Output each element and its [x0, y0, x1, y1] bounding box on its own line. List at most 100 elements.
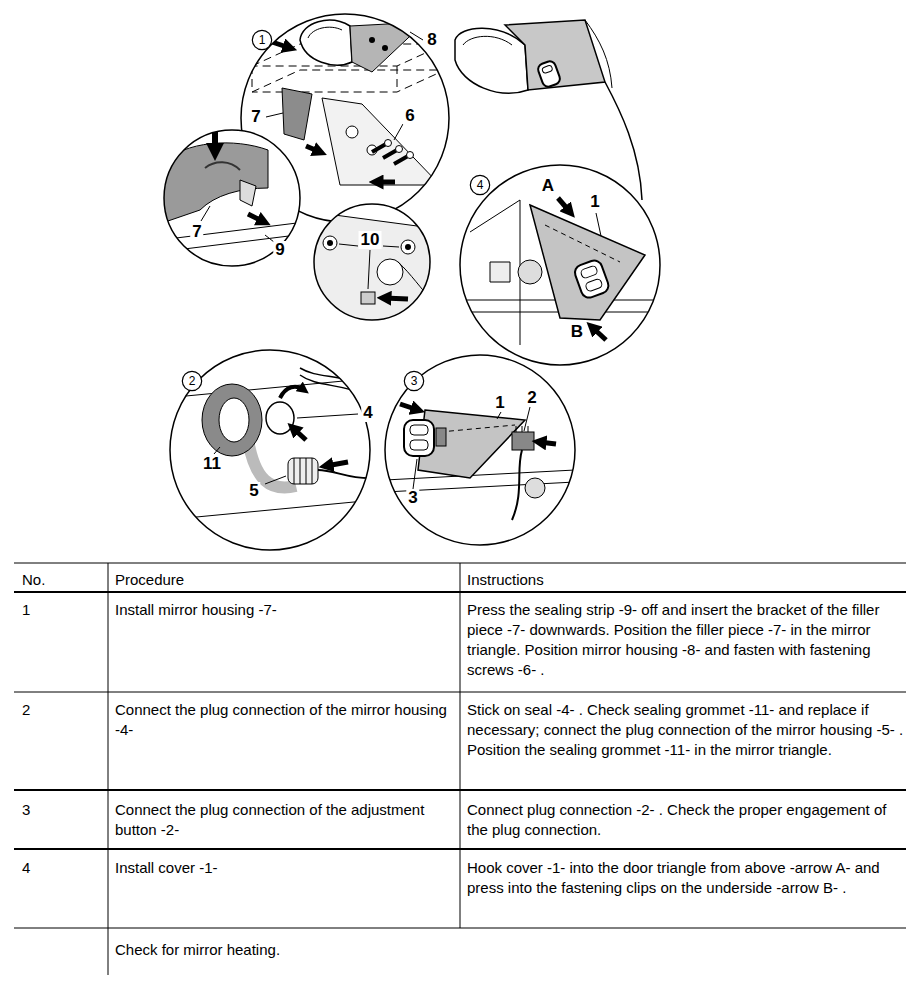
callout-number: 1	[588, 193, 601, 211]
callout-number: 10	[359, 231, 382, 249]
inset-sealing-strip-part-part	[240, 180, 256, 206]
inset-cover-part-part	[490, 262, 510, 282]
inset-plug-part-part	[524, 407, 530, 431]
callout-number: 8	[425, 31, 438, 49]
inset-cover-part-part	[592, 327, 606, 340]
inset-mirror-housing-part-part	[308, 27, 342, 38]
callout-number: A	[540, 177, 556, 195]
table-cell: 2	[22, 700, 102, 720]
inset-sealing-strip-part	[164, 130, 300, 266]
table-cell: 3	[22, 800, 102, 820]
inset-mirror-housing-part-part	[282, 88, 312, 140]
mirror-overview-part	[505, 20, 605, 90]
step-circle: 4	[469, 174, 491, 196]
inset-plug-part-part	[440, 425, 515, 432]
inset-sealing-strip-part-part	[160, 143, 268, 222]
inset-mirror-housing-part-part	[252, 70, 445, 92]
inset-clip-nuts-part	[312, 212, 432, 325]
table-cell: Procedure	[115, 570, 455, 590]
callout-number: 5	[247, 482, 260, 500]
inset-plug-part-part	[413, 459, 417, 489]
step-circle-shape	[252, 30, 271, 49]
inset-cover-part-part	[596, 213, 601, 236]
inset-plug-part-part	[410, 425, 428, 435]
inset-mirror-housing-part-part	[266, 113, 283, 117]
inset-cover-part-part	[518, 260, 542, 284]
inset-mirror-housing-part-part	[385, 140, 392, 147]
table-grid	[14, 563, 906, 975]
inset-grommet-part	[165, 368, 375, 520]
inset-sealing-strip	[160, 130, 305, 266]
inset-cover-part-part-part	[585, 278, 603, 292]
inset-grommet-part-part	[214, 447, 220, 454]
inset-sealing-strip-part-part	[205, 162, 240, 170]
inset-mirror-housing-part-part	[272, 42, 290, 48]
inset-plug-part	[385, 404, 575, 520]
inset-cover	[455, 165, 665, 365]
inset-mirror-housing-part-part	[376, 180, 395, 185]
inset-mirror-housing-part-part	[369, 37, 375, 43]
table-grid-part	[460, 563, 461, 928]
inset-clip-nuts-part-part	[361, 292, 375, 304]
inset-clip-nuts-part	[314, 204, 430, 320]
inset-cover-part-part-part	[580, 265, 598, 279]
inset-grommet-part-part	[293, 428, 306, 440]
inset-clip-nuts-part-part	[323, 236, 337, 250]
table-cell: No.	[22, 570, 102, 590]
inset-grommet-part-part	[165, 378, 375, 520]
step-number: 2	[189, 374, 196, 388]
inset-clip-nuts-part-part	[339, 244, 399, 289]
step-circle: 1	[251, 29, 273, 51]
inset-clip-nuts	[312, 204, 432, 325]
callout-number: 2	[525, 389, 538, 407]
table-cell: 4	[22, 858, 102, 878]
callout-number: 9	[273, 241, 286, 259]
table-cell: Install cover -1-	[115, 858, 455, 878]
inset-grommet	[165, 350, 375, 550]
callout-number: 6	[403, 107, 416, 125]
callout-number: 7	[249, 108, 262, 126]
step-circle: 3	[403, 370, 425, 392]
inset-grommet-part-part	[265, 476, 286, 484]
inset-plug-part-part	[539, 442, 556, 444]
inset-cover-part-part	[530, 205, 645, 320]
inset-plug-part-part	[512, 450, 522, 520]
inset-grommet-part	[170, 350, 370, 550]
table-grid-part	[108, 563, 109, 975]
callout-number: 3	[406, 489, 419, 507]
step-circle-shape	[470, 175, 489, 194]
inset-grommet-part-part	[266, 402, 294, 434]
inset-cover-part	[460, 165, 660, 365]
inset-grommet-part-part	[294, 458, 312, 484]
inset-sealing-strip-part-part	[248, 214, 264, 222]
inset-plug-part-part	[404, 420, 434, 456]
callout-number: B	[569, 323, 585, 341]
callout-number: 7	[190, 223, 203, 241]
inset-mirror-housing-part-part	[300, 20, 352, 65]
inset-mirror-housing-part	[410, 32, 423, 40]
inset-plug-part-part	[410, 440, 428, 450]
inset-plug-part-part	[436, 428, 446, 446]
mirror-overview-part	[536, 60, 561, 89]
inset-sealing-strip-part	[160, 132, 305, 252]
table-cell: Connect the plug connection of the mirro…	[115, 700, 455, 740]
inset-plug-part	[385, 355, 575, 545]
table-cell: Connect the plug connection of the adjus…	[115, 800, 455, 840]
inset-grommet-part-part	[326, 462, 348, 466]
step-number: 1	[259, 33, 266, 47]
inset-mirror-housing-part-part	[382, 45, 388, 51]
step-circle-shape	[182, 371, 201, 390]
inset-cover-part-part-part	[573, 258, 611, 300]
inset-grommet-part-part	[300, 368, 375, 398]
inset-grommet-part-part	[297, 414, 358, 418]
inset-plug-part-part	[516, 426, 528, 432]
inset-plug	[385, 355, 575, 545]
callout-number: 4	[361, 404, 374, 422]
inset-grommet-part	[170, 350, 370, 550]
step-circle-shape	[404, 371, 423, 390]
inset-mirror-housing-part-part	[394, 124, 403, 140]
table-cell: 1	[22, 600, 102, 620]
